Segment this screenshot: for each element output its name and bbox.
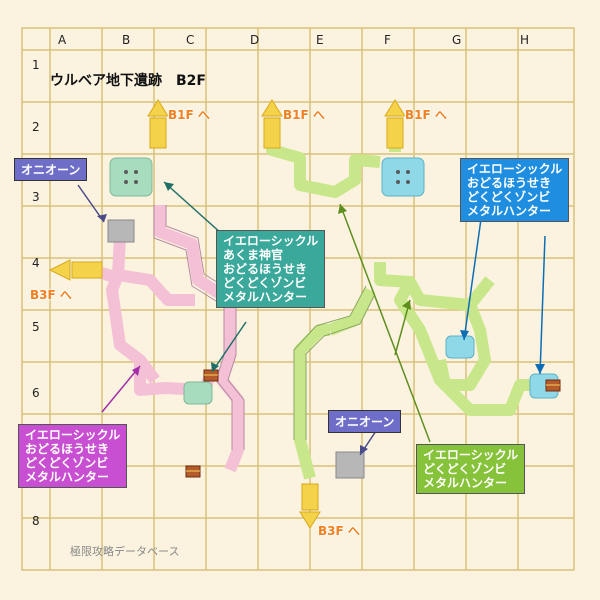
column-label: H xyxy=(520,33,530,47)
enemy-name: イエローシックル xyxy=(467,162,563,176)
room-g5 xyxy=(445,335,475,359)
treasure-chest-icon[interactable] xyxy=(185,465,201,478)
enemy-name: メタルハンター xyxy=(25,470,110,484)
exit-arrow-up-icon[interactable] xyxy=(261,99,283,149)
exit-arrow-left-icon[interactable] xyxy=(48,259,103,281)
column-label: C xyxy=(186,33,195,47)
row-label: 6 xyxy=(32,386,40,400)
enemy-name: メタルハンター xyxy=(467,204,552,218)
column-label: D xyxy=(250,33,260,47)
row-label: 8 xyxy=(32,514,40,528)
room-f3-dots xyxy=(396,170,410,184)
map-title: ウルベア地下遺跡 B2F xyxy=(50,73,206,89)
oni-room-south xyxy=(335,451,365,479)
exit-arrow-up-icon[interactable] xyxy=(384,99,406,149)
room-b3-dots xyxy=(124,170,138,184)
enemy-name: どくどくゾンビ xyxy=(25,456,109,470)
enemy-list-teal: イエローシックル あくま神官 おどるほうせき どくどくゾンビ メタルハンター xyxy=(216,230,326,308)
row-label: 1 xyxy=(32,58,40,72)
enemy-name: メタルハンター xyxy=(223,290,308,304)
enemy-label-oni-south: オニオーン xyxy=(328,410,402,433)
exit-label-b1f[interactable]: B1F へ xyxy=(283,108,325,122)
enemy-name: どくどくゾンビ xyxy=(467,190,551,204)
source-credit: 極限攻略データベース xyxy=(70,545,180,558)
enemy-name: どくどくゾンビ xyxy=(423,462,507,476)
column-label: E xyxy=(316,33,324,47)
column-label: B xyxy=(122,33,131,47)
row-label: 4 xyxy=(32,256,40,270)
exit-label-b3f[interactable]: B3F へ xyxy=(318,524,360,538)
enemy-label-oni-west: オニオーン xyxy=(14,158,88,181)
enemy-name: どくどくゾンビ xyxy=(223,276,307,290)
treasure-chest-icon[interactable] xyxy=(545,379,561,392)
room-c6 xyxy=(183,381,213,405)
enemy-name: イエローシックル xyxy=(423,448,519,462)
room-f3 xyxy=(381,157,425,197)
row-label: 3 xyxy=(32,190,40,204)
enemy-name: あくま神官 xyxy=(223,248,284,262)
oni-room-west xyxy=(107,219,135,243)
green-area-corridor-edges xyxy=(293,285,375,440)
column-label: A xyxy=(58,33,67,47)
column-label: G xyxy=(452,33,462,47)
pointer-arrowheads xyxy=(97,182,545,455)
enemy-name: おどるほうせき xyxy=(467,176,552,190)
row-label: 2 xyxy=(32,120,40,134)
exit-label-b1f[interactable]: B1F へ xyxy=(168,108,210,122)
row-label: 5 xyxy=(32,320,40,334)
enemy-name: おどるほうせき xyxy=(223,262,308,276)
pointer-lines xyxy=(77,181,546,456)
enemy-name: おどるほうせき xyxy=(25,442,110,456)
enemy-name: イエローシックル xyxy=(223,234,319,248)
enemy-list-blue: イエローシックル おどるほうせき どくどくゾンビ メタルハンター xyxy=(460,158,570,222)
enemy-list-pink: イエローシックル おどるほうせき どくどくゾンビ メタルハンター xyxy=(18,424,128,488)
exit-label-b3f[interactable]: B3F へ xyxy=(30,288,72,302)
exit-arrow-up-icon[interactable] xyxy=(147,99,169,149)
room-b3 xyxy=(109,157,153,197)
enemy-name: メタルハンター xyxy=(423,476,508,490)
enemy-name: イエローシックル xyxy=(25,428,121,442)
enemy-list-green: イエローシックル どくどくゾンビ メタルハンター xyxy=(416,444,526,494)
column-label: F xyxy=(384,33,391,47)
exit-label-b1f[interactable]: B1F へ xyxy=(405,108,447,122)
exit-arrow-down-icon[interactable] xyxy=(299,483,321,529)
treasure-chest-icon[interactable] xyxy=(203,369,219,382)
